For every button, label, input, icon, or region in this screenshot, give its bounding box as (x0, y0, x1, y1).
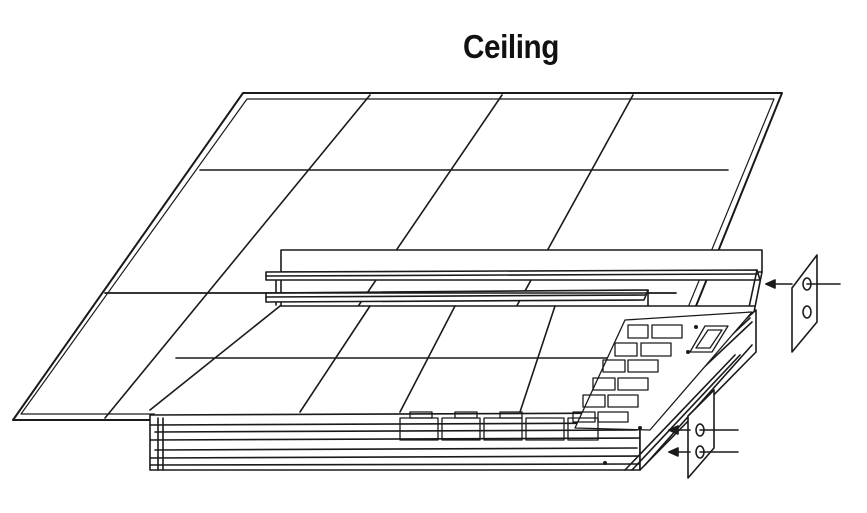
mounting-bracket-front (669, 390, 738, 478)
upper-rail (266, 250, 762, 312)
diagram-title: Ceiling (463, 28, 559, 65)
control-board (400, 312, 752, 440)
mounting-bracket-right (766, 255, 840, 352)
housing-dots (603, 325, 698, 465)
